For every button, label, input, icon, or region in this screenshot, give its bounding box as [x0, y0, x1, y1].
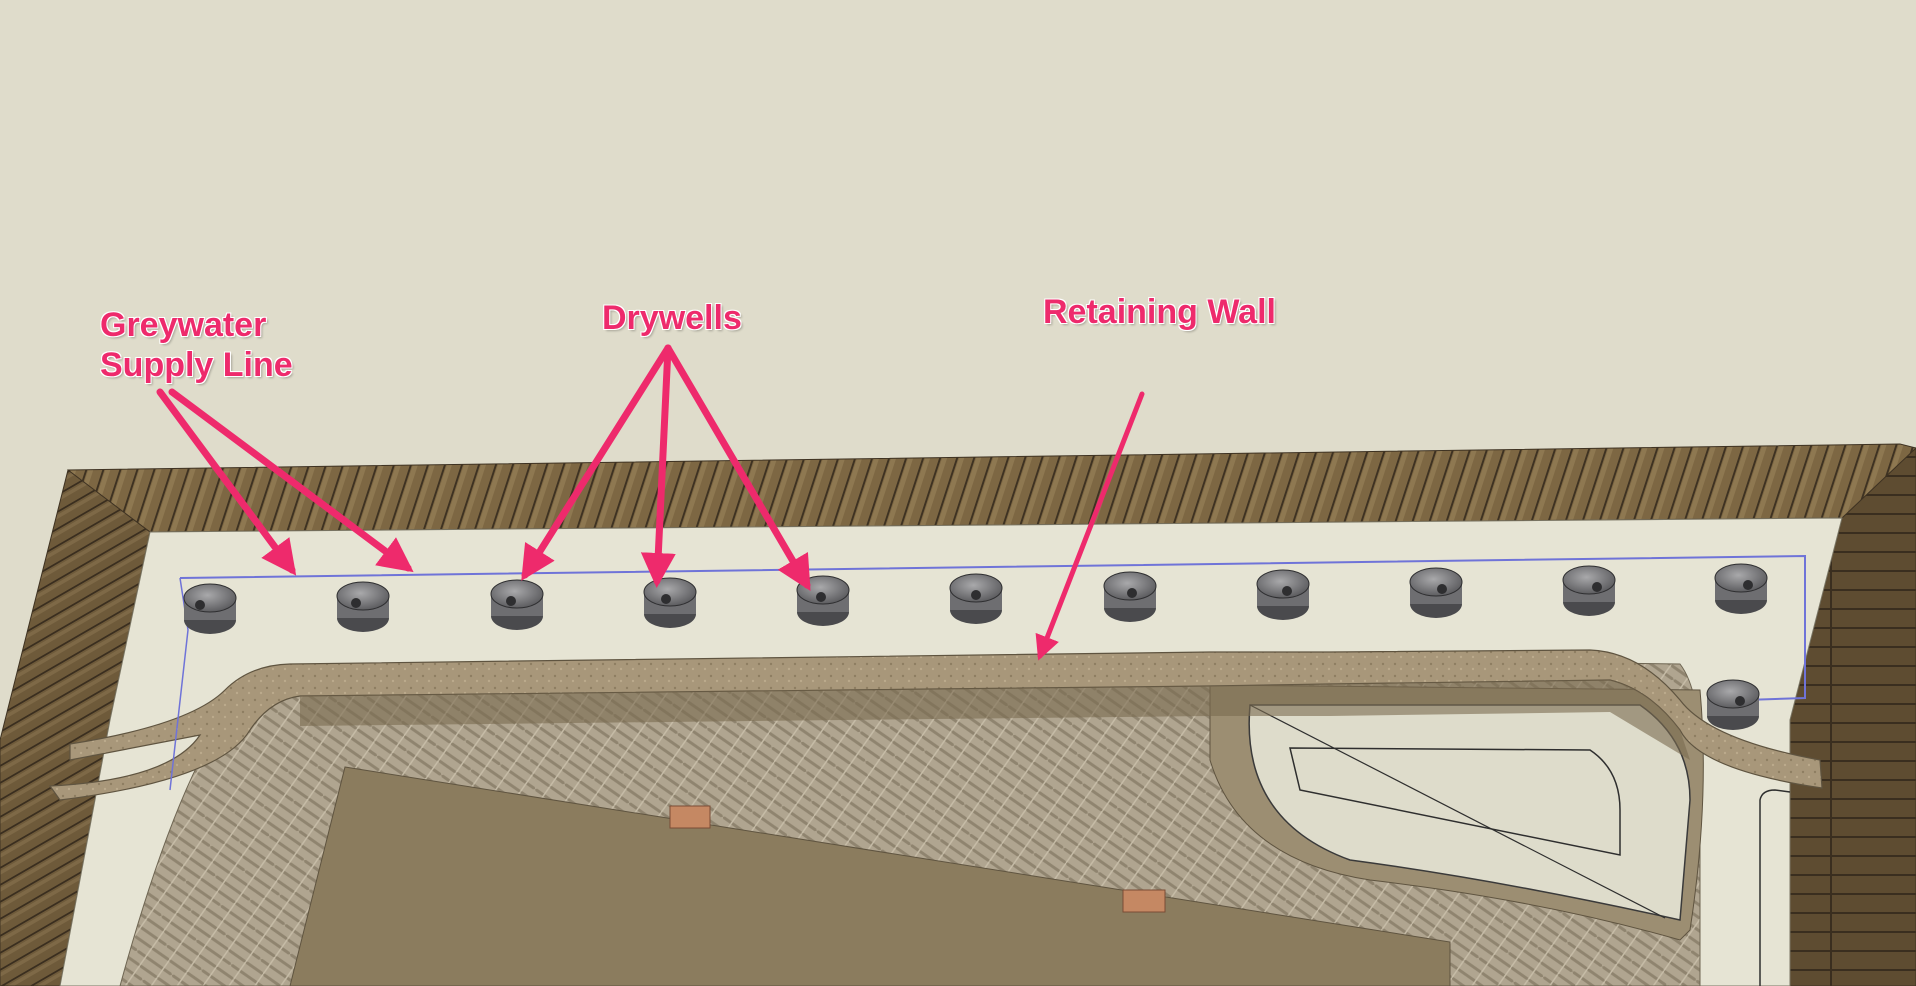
drywell	[1706, 679, 1760, 730]
drywells-label: Drywells	[602, 299, 742, 337]
greywater-supply-line-label: Greywater Supply Line	[100, 305, 293, 385]
planter-inner	[1248, 704, 1691, 921]
planter-drip-line	[1289, 747, 1621, 856]
patio-slab	[289, 766, 1451, 986]
arrow-drywells-1	[521, 344, 672, 581]
supply-line	[179, 554, 1806, 701]
drywell	[949, 573, 1003, 624]
drywells	[183, 563, 1768, 730]
drywell	[490, 579, 544, 630]
drywell	[336, 581, 390, 632]
drywell	[1409, 567, 1463, 618]
greywater-label-line1: Greywater	[100, 306, 267, 344]
drywell	[1562, 565, 1616, 616]
arrow-greywater-1	[156, 388, 297, 576]
drain-box	[669, 805, 711, 829]
drywell	[1714, 563, 1768, 614]
arrow-retaining-wall	[1035, 391, 1145, 661]
retaining-wall	[48, 649, 1823, 801]
greywater-label-line2: Supply Line	[100, 346, 293, 384]
drain-box-2	[1122, 889, 1166, 913]
arrow-drywells-2	[640, 344, 676, 588]
retaining-wall-face	[300, 680, 1690, 760]
drywell	[1256, 569, 1310, 620]
arrow-drywells-3	[664, 344, 811, 592]
callout-arrows	[156, 344, 1145, 661]
drywell	[183, 583, 237, 634]
retaining-wall-label: Retaining Wall	[1043, 293, 1276, 331]
right-drip-line	[1759, 789, 1791, 986]
drywell	[643, 577, 697, 628]
supply-line-left	[169, 577, 189, 791]
arrow-greywater-2	[168, 388, 414, 573]
drywell	[1103, 571, 1157, 622]
